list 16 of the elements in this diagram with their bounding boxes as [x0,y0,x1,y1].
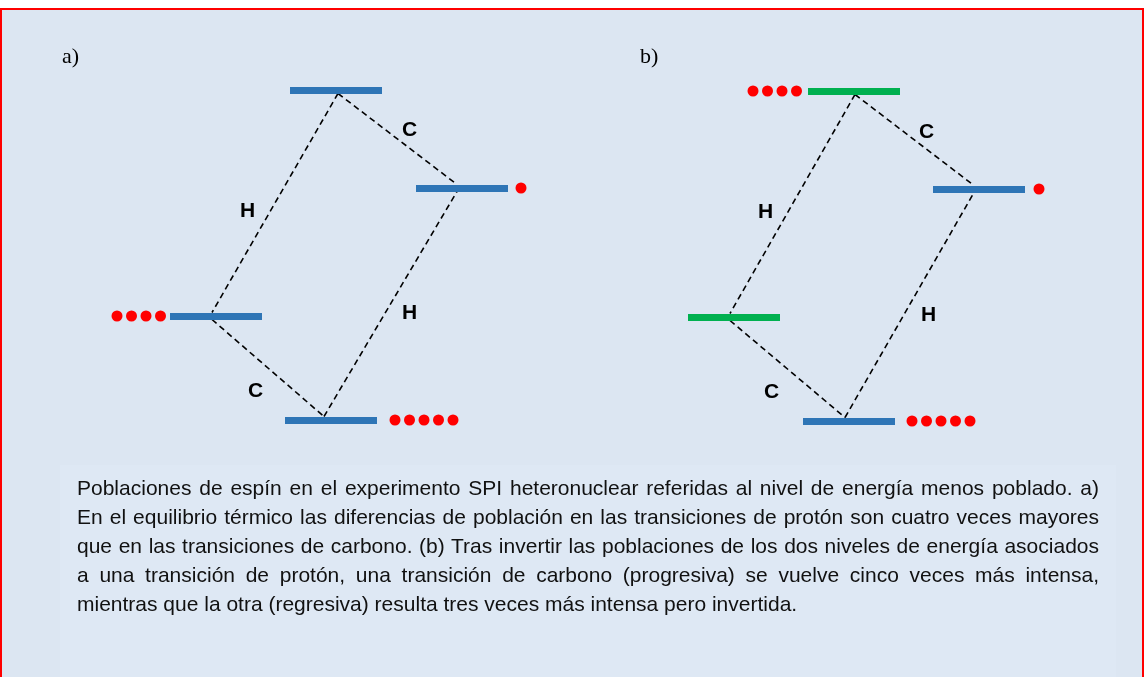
energy-level-bar [933,185,1025,193]
dashed-line [729,93,856,315]
energy-level-bar [803,417,895,425]
energy-level-bar [170,312,262,320]
caption-text: Poblaciones de espín en el experimento SPI heteronuclear referidas al nivel de energía menos poblado. a) En el equilibrio térmico las diferencias de población en las transiciones de protón son cuatro veces mayores que en las transiciones de carbono. (b) Tras invertir las poblaciones de los dos niveles de energía asociados a una transición de protón, una transición de carbono (progresiva) se vuelve cinco veces más intensa, mientras que la otra (regresiva) resulta tres veces más intensa pero invertida. [77,475,1099,617]
dashed-line [211,92,339,314]
energy-level-bar [416,184,508,192]
dashed-line [211,318,325,418]
energy-level-bar [808,87,900,95]
dashed-line [323,190,458,418]
energy-level-bar [290,86,382,94]
energy-level-bar [688,313,780,321]
dashed-line [729,319,846,419]
panel-label: b) [640,44,659,68]
energy-level-bar [285,416,377,424]
panel-label: a) [62,44,80,68]
